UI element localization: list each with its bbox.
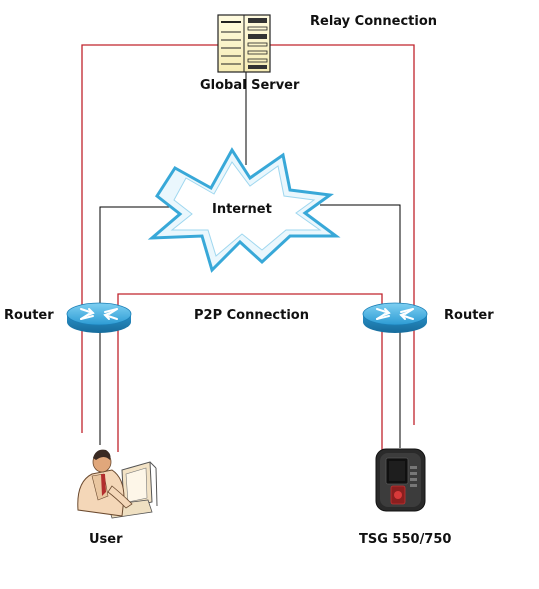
internet-label: Internet <box>212 202 272 217</box>
server-icon <box>217 14 271 73</box>
user-internet-link <box>99 206 180 445</box>
router-right-label: Router <box>444 308 494 323</box>
device-label: TSG 550/750 <box>359 532 451 547</box>
fingerprint-terminal-icon <box>375 448 426 512</box>
internet-burst-icon <box>147 147 341 273</box>
p2p-connection-line <box>117 293 383 458</box>
router-icon <box>362 302 428 333</box>
user-label: User <box>89 532 123 547</box>
device-internet-link <box>320 204 401 448</box>
router-icon <box>66 302 132 333</box>
p2p-connection-label: P2P Connection <box>194 308 309 323</box>
relay-connection-label: Relay Connection <box>310 14 437 29</box>
router-left-label: Router <box>4 308 54 323</box>
global-server-label: Global Server <box>200 78 300 93</box>
user-at-computer-icon <box>77 449 158 519</box>
